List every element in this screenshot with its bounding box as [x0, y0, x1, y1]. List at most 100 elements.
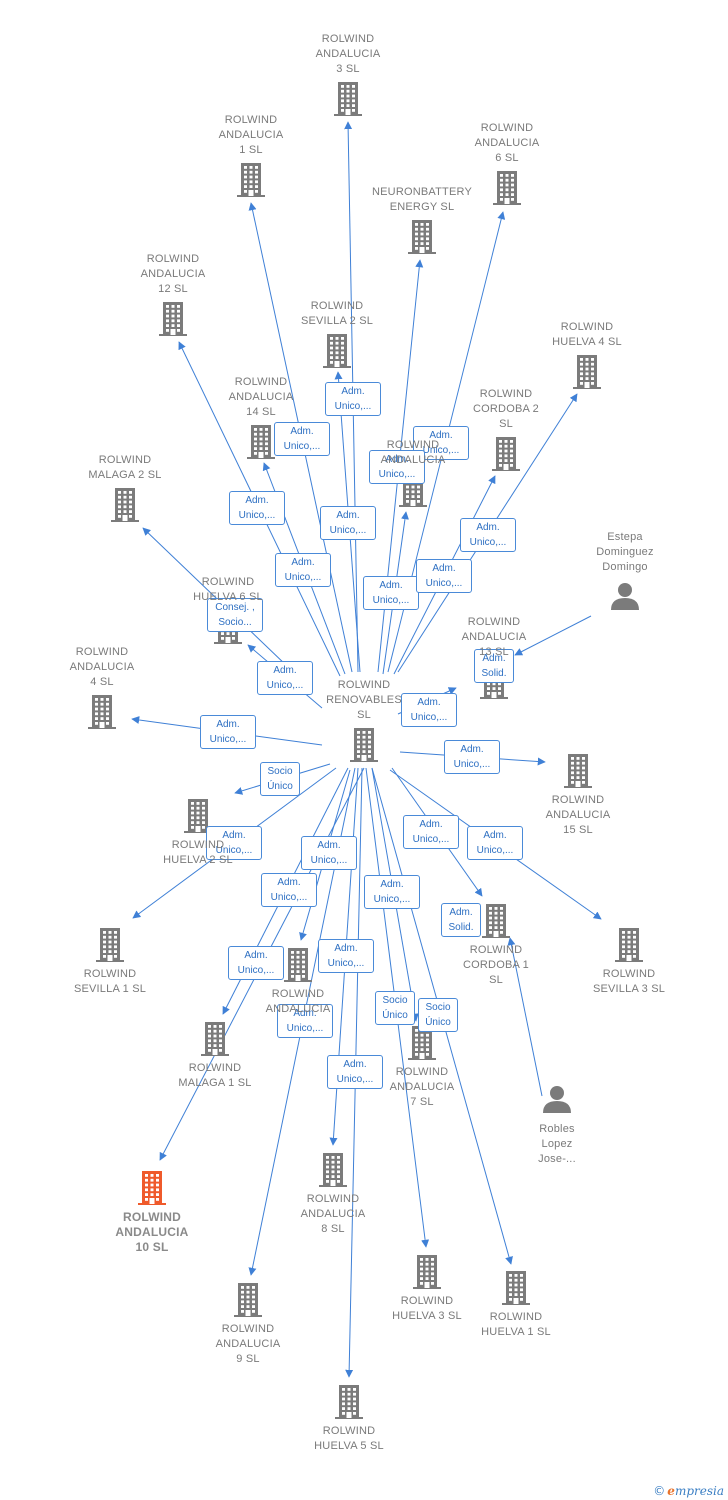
building-icon[interactable] [408, 220, 436, 254]
node-rolwind-renovables[interactable] [350, 728, 378, 762]
node-andalucia-y[interactable] [284, 948, 312, 982]
edge-label-cordoba-1[interactable]: Adm. Solid. [441, 903, 481, 937]
node-label-huelva-6[interactable]: ROLWIND HUELVA 6 SL [193, 576, 263, 603]
edge-label-huelva-2[interactable]: Socio Único [260, 762, 300, 796]
node-label-cordoba-2[interactable]: ROLWIND CORDOBA 2 SL [473, 388, 539, 430]
building-icon[interactable] [111, 488, 139, 522]
building-icon[interactable] [159, 302, 187, 336]
building-icon[interactable] [502, 1271, 530, 1305]
node-cordoba-1[interactable] [482, 904, 510, 938]
building-icon[interactable] [493, 171, 521, 205]
node-cordoba-2[interactable] [492, 437, 520, 471]
building-icon[interactable] [323, 334, 351, 368]
node-label-rolwind-renovables[interactable]: ROLWIND RENOVABLES SL [326, 679, 402, 721]
building-icon[interactable] [564, 754, 592, 788]
node-label-robles[interactable]: Robles Lopez Jose-... [538, 1123, 576, 1165]
node-label-neuronbattery[interactable]: NEURONBATTERY ENERGY SL [372, 186, 472, 213]
node-label-malaga-1[interactable]: ROLWIND MALAGA 1 SL [178, 1062, 252, 1089]
node-label-andalucia-y[interactable]: ROLWIND ANDALUCIA [265, 988, 331, 1015]
edge-label-andalucia-3[interactable]: Adm. Unico,... [325, 382, 381, 416]
edge-label-andalucia-x[interactable]: Adm. Unico,... [363, 576, 419, 610]
edge-label-huelva-3[interactable]: Adm. Unico,... [364, 875, 420, 909]
edge-label-andalucia-15[interactable]: Adm. Unico,... [444, 740, 500, 774]
edge-label-andalucia-7[interactable]: Socio Único [375, 991, 415, 1025]
node-label-andalucia-8[interactable]: ROLWIND ANDALUCIA 8 SL [300, 1193, 366, 1235]
node-label-andalucia-13[interactable]: ROLWIND ANDALUCIA 13 SL [461, 616, 527, 658]
person-icon[interactable] [611, 583, 639, 610]
node-andalucia-10[interactable] [138, 1171, 166, 1205]
edge-label-andalucia-12[interactable]: Adm. Unico,... [229, 491, 285, 525]
building-icon[interactable] [247, 425, 275, 459]
edge-label-andalucia-13[interactable]: Adm. Solid. [474, 649, 514, 683]
building-icon[interactable] [335, 1385, 363, 1419]
edge-label-malaga-2[interactable]: Consej. , Socio... [207, 598, 263, 632]
node-huelva-5[interactable] [335, 1385, 363, 1419]
node-andalucia-4[interactable] [88, 695, 116, 729]
edge-label-huelva-5[interactable]: Adm. Unico,... [327, 1055, 383, 1089]
node-label-andalucia-10[interactable]: ROLWIND ANDALUCIA 10 SL [115, 1210, 189, 1254]
node-label-sevilla-3[interactable]: ROLWIND SEVILLA 3 SL [592, 968, 666, 995]
node-malaga-1[interactable] [201, 1022, 229, 1056]
node-label-huelva-1[interactable]: ROLWIND HUELVA 1 SL [481, 1311, 551, 1338]
node-andalucia-3[interactable] [334, 82, 362, 116]
building-icon[interactable] [184, 799, 212, 833]
node-label-malaga-2[interactable]: ROLWIND MALAGA 2 SL [88, 454, 162, 481]
node-label-cordoba-1[interactable]: ROLWIND CORDOBA 1 SL [463, 944, 529, 986]
empresia-credit[interactable]: ©empresia [653, 1484, 724, 1498]
node-sevilla-1[interactable] [96, 928, 124, 962]
edge-label-andalucia-y[interactable]: Adm. Unico,... [301, 836, 357, 870]
node-neuronbattery[interactable] [408, 220, 436, 254]
building-icon[interactable] [482, 904, 510, 938]
node-label-andalucia-15[interactable]: ROLWIND ANDALUCIA 15 SL [545, 794, 611, 836]
edge-label-andalucia-1[interactable]: Adm. Unico,... [274, 422, 330, 456]
edge-label-cordoba-2[interactable]: Adm. Unico,... [416, 559, 472, 593]
building-icon[interactable] [334, 82, 362, 116]
building-icon[interactable] [96, 928, 124, 962]
node-label-andalucia-12[interactable]: ROLWIND ANDALUCIA 12 SL [140, 253, 206, 295]
edge-label-andalucia-14[interactable]: Adm. Unico,... [275, 553, 331, 587]
edge-label-sevilla-3[interactable]: Adm. Unico,... [467, 826, 523, 860]
building-icon[interactable] [615, 928, 643, 962]
node-huelva-1[interactable] [502, 1271, 530, 1305]
node-label-huelva-3[interactable]: ROLWIND HUELVA 3 SL [392, 1295, 462, 1322]
edge-label-huelva-6[interactable]: Adm. Unico,... [257, 661, 313, 695]
node-sevilla-2[interactable] [323, 334, 351, 368]
building-icon[interactable] [284, 948, 312, 982]
building-icon[interactable] [350, 728, 378, 762]
node-label-andalucia-1[interactable]: ROLWIND ANDALUCIA 1 SL [218, 114, 284, 156]
node-andalucia-14[interactable] [247, 425, 275, 459]
edge-label-sevilla-2[interactable]: Adm. Unico,... [320, 506, 376, 540]
building-icon[interactable] [234, 1283, 262, 1317]
node-andalucia-12[interactable] [159, 302, 187, 336]
node-label-andalucia-x[interactable]: ROLWIND ANDALUCIA [380, 439, 446, 466]
building-icon[interactable] [138, 1171, 166, 1205]
node-andalucia-1[interactable] [237, 163, 265, 197]
node-huelva-3[interactable] [413, 1255, 441, 1289]
node-label-andalucia-7[interactable]: ROLWIND ANDALUCIA 7 SL [389, 1066, 455, 1108]
edge-label-malaga-1[interactable]: Adm. Unico,... [261, 873, 317, 907]
node-andalucia-8[interactable] [319, 1153, 347, 1187]
edge-label-andalucia-13[interactable]: Adm. Unico,... [401, 693, 457, 727]
edge-label-neuronbattery[interactable]: Adm. Unico,... [369, 450, 425, 484]
building-icon[interactable] [319, 1153, 347, 1187]
building-icon[interactable] [408, 1026, 436, 1060]
building-icon[interactable] [492, 437, 520, 471]
node-malaga-2[interactable] [111, 488, 139, 522]
node-robles[interactable] [543, 1086, 571, 1113]
node-label-andalucia-6[interactable]: ROLWIND ANDALUCIA 6 SL [474, 122, 540, 164]
node-label-andalucia-4[interactable]: ROLWIND ANDALUCIA 4 SL [69, 646, 135, 688]
edge-label-andalucia-4[interactable]: Adm. Unico,... [200, 715, 256, 749]
node-huelva-4[interactable] [573, 355, 601, 389]
node-andalucia-6[interactable] [493, 171, 521, 205]
node-label-andalucia-14[interactable]: ROLWIND ANDALUCIA 14 SL [228, 376, 294, 418]
node-label-sevilla-2[interactable]: ROLWIND SEVILLA 2 SL [300, 300, 374, 327]
building-icon[interactable] [573, 355, 601, 389]
building-icon[interactable] [88, 695, 116, 729]
edge-label-huelva-1[interactable]: Socio Único [418, 998, 458, 1032]
building-icon[interactable] [413, 1255, 441, 1289]
person-icon[interactable] [543, 1086, 571, 1113]
node-label-huelva-4[interactable]: ROLWIND HUELVA 4 SL [552, 321, 622, 348]
edge-label-andalucia-8[interactable]: Adm. Unico,... [318, 939, 374, 973]
node-estepa[interactable] [611, 583, 639, 610]
node-label-andalucia-3[interactable]: ROLWIND ANDALUCIA 3 SL [315, 33, 381, 75]
